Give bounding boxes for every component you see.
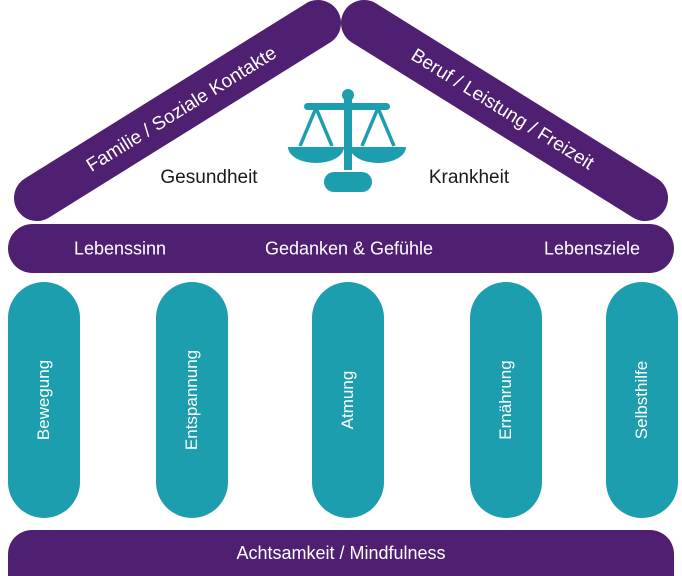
illness-label: Krankheit xyxy=(429,167,510,188)
roof-left-label: Familie / Soziale Kontakte xyxy=(83,43,281,177)
pillar-movement: Bewegung xyxy=(8,282,80,518)
pillar-label: Entspannung xyxy=(182,349,201,451)
beam-item-meaning: Lebenssinn xyxy=(73,238,167,258)
roof: Familie / Soziale Kontakte Beruf / Leist… xyxy=(14,0,668,221)
values-beam: Lebenssinn Gedanken & Gefühle Lebensziel… xyxy=(8,224,674,273)
base-label: Achtsamkeit / Mindfulness xyxy=(236,542,446,563)
pillar-label: Ernährung xyxy=(496,360,515,440)
pillar-label: Atmung xyxy=(338,370,357,430)
health-label: Gesundheit xyxy=(160,167,258,188)
pillar-label: Bewegung xyxy=(34,359,53,441)
pillar-label: Selbsthilfe xyxy=(632,360,651,440)
scales-icon xyxy=(288,89,406,192)
pillar-self-help: Selbsthilfe xyxy=(606,282,678,518)
beam-item-thoughts: Gedanken & Gefühle xyxy=(264,238,434,258)
roof-right-label: Beruf / Leistung / Freizeit xyxy=(407,45,598,175)
pillar-relaxation: Entspannung xyxy=(156,282,228,518)
beam-item-goals: Lebensziele xyxy=(543,238,641,258)
pillar-breathing: Atmung xyxy=(312,282,384,518)
mindfulness-base: Achtsamkeit / Mindfulness xyxy=(8,530,674,576)
pillar-nutrition: Ernährung xyxy=(470,282,542,518)
